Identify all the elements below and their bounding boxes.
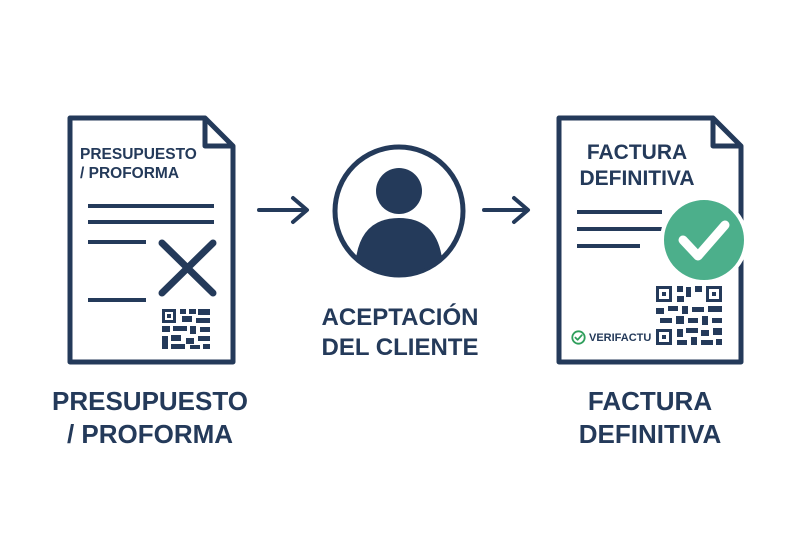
left-document-title-line2: / PROFORMA <box>80 164 180 182</box>
user-icon <box>332 144 466 278</box>
right-caption-line1: FACTURA <box>587 386 713 416</box>
left-caption-line1: PRESUPUESTO <box>51 386 248 416</box>
middle-caption: ACEPTACIÓN DEL CLIENTE <box>290 303 510 363</box>
right-caption-line2: DEFINITIVA <box>578 418 722 449</box>
left-document-icon <box>67 115 236 365</box>
middle-caption-line1: ACEPTACIÓN <box>321 304 479 331</box>
left-caption-line2: / PROFORMA <box>66 418 234 449</box>
left-document-title-line1: PRESUPUESTO <box>80 146 197 163</box>
right-document-lines <box>577 210 662 248</box>
middle-caption-line2: DEL CLIENTE <box>321 334 479 361</box>
verifactu-label: VERIFACTU <box>589 331 652 344</box>
right-document-title-line1: FACTURA <box>586 141 688 164</box>
right-document-title-line2: DEFINITIVA <box>579 166 695 190</box>
right-document-icon <box>556 115 748 365</box>
verifactu-stamp: VERIFACTU <box>571 330 651 345</box>
arrow-right-icon <box>482 196 530 224</box>
right-qr-code-icon <box>656 286 722 345</box>
checkmark-badge-icon <box>660 196 748 284</box>
left-document-title: PRESUPUESTO / PROFORMA <box>80 146 220 184</box>
x-mark-icon <box>158 239 217 297</box>
arrow-right-icon <box>257 196 309 224</box>
left-caption: PRESUPUESTO / PROFORMA <box>40 385 260 450</box>
left-qr-code-icon <box>162 309 210 349</box>
right-document-title: FACTURA DEFINITIVA <box>577 140 697 191</box>
check-circle-icon <box>571 330 586 345</box>
left-document-lines <box>88 204 214 302</box>
right-caption: FACTURA DEFINITIVA <box>540 385 760 450</box>
